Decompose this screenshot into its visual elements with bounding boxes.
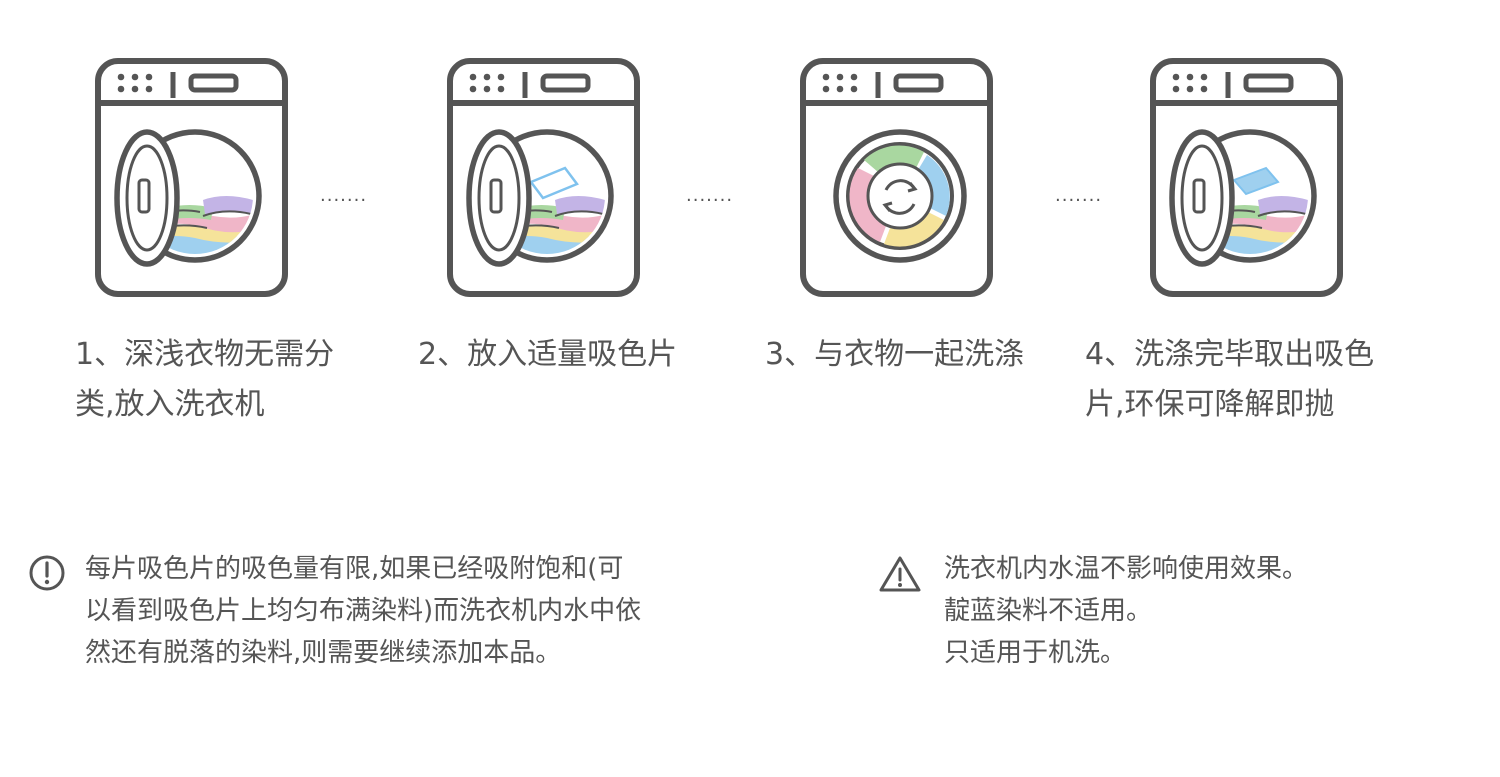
washing-machine-open-door-blue-sheet-icon xyxy=(1150,58,1350,304)
note-text: 每片吸色片的吸色量有限,如果已经吸附饱和(可 以看到吸色片上均匀布满染料)而洗衣… xyxy=(85,554,642,668)
step-separator: ······· xyxy=(1055,190,1103,211)
washing-machine-open-door-clothes-icon xyxy=(95,58,295,304)
step-separator: ······· xyxy=(320,190,368,211)
note-text: 洗衣机内水温不影响使用效果。 靛蓝染料不适用。 只适用于机洗。 xyxy=(944,554,1309,668)
step-separator: ······· xyxy=(686,190,734,211)
warning-triangle-icon xyxy=(878,555,922,597)
washing-machine-closed-door-rotating-icon xyxy=(800,58,1000,304)
step-caption: 3、与衣物一起洗涤 xyxy=(765,337,1025,372)
washing-machine-open-door-sheet-icon xyxy=(447,58,647,304)
info-circle-icon xyxy=(28,554,66,596)
step-caption: 2、放入适量吸色片 xyxy=(418,337,678,372)
step-caption: 1、深浅衣物无需分 类,放入洗衣机 xyxy=(75,337,335,422)
step-caption: 4、洗涤完毕取出吸色 片,环保可降解即抛 xyxy=(1085,337,1375,422)
